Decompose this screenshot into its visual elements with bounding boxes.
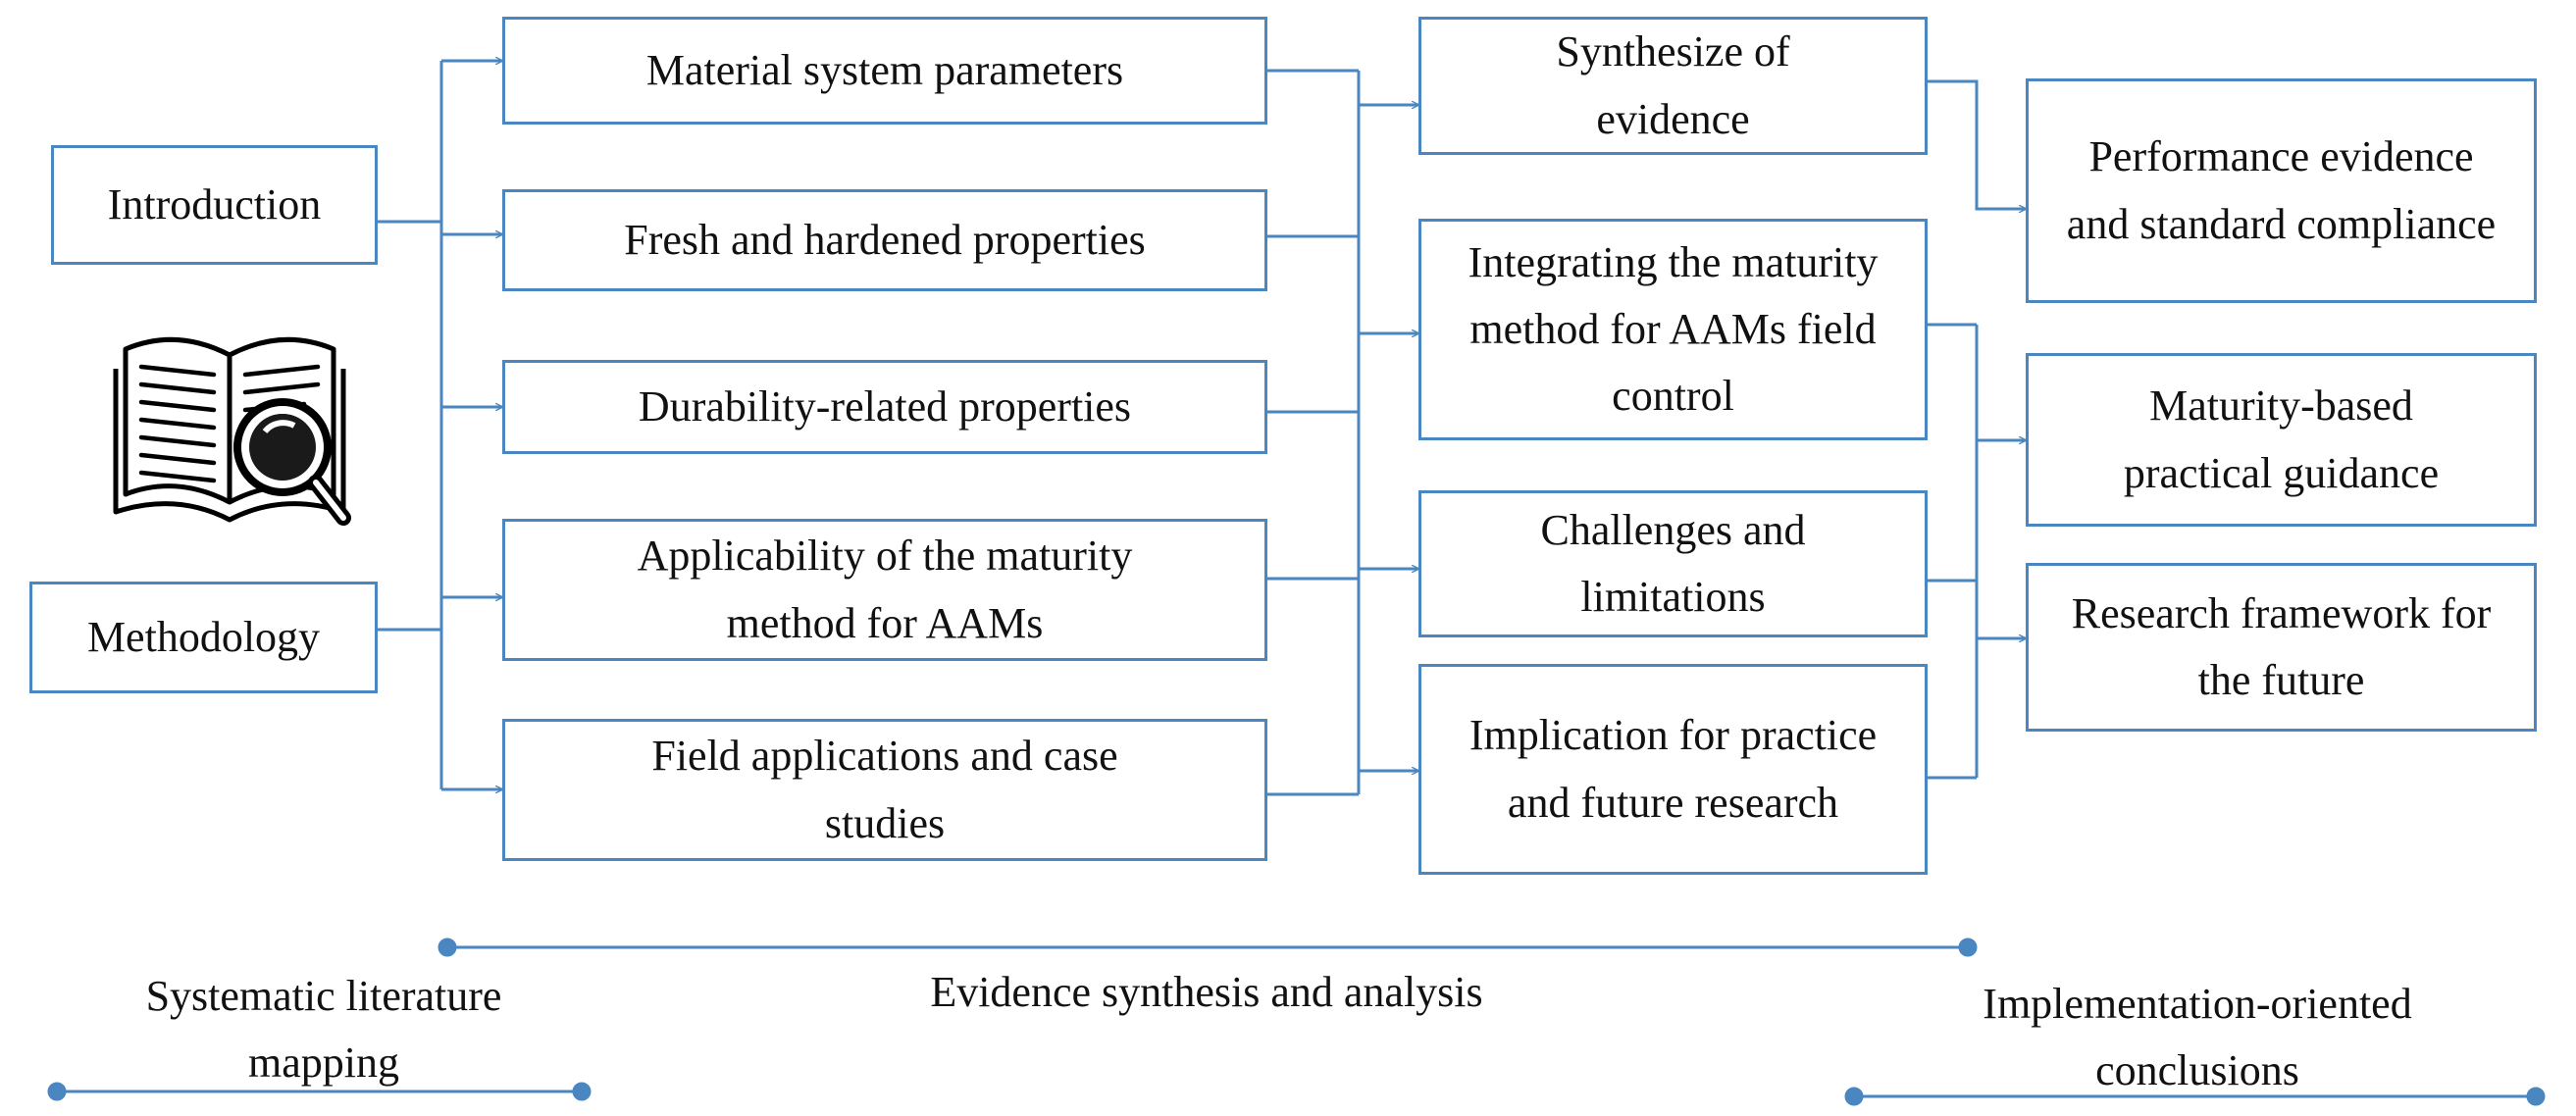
topic-box: Applicability of the maturity method for…: [502, 519, 1267, 661]
synthesis-box: Integrating the maturity method for AAMs…: [1418, 219, 1928, 440]
phase-dot: [438, 938, 457, 957]
synthesis-box: Implication for practice and future rese…: [1418, 664, 1928, 875]
topic-box: Material system parameters: [502, 17, 1267, 125]
phase-dot: [572, 1082, 592, 1101]
book-magnifier-icon: [113, 336, 351, 526]
phase-dot: [2526, 1087, 2546, 1106]
synthesis-box: Challenges and limitations: [1418, 490, 1928, 637]
introduction-box: Introduction: [51, 145, 378, 265]
topic-box: Durability-related properties: [502, 360, 1267, 454]
synthesis-box: Synthesize of evidence: [1418, 17, 1928, 155]
phase-label-synthesis: Evidence synthesis and analysis: [930, 968, 1483, 1016]
phase-label-conclusions: Implementation-oriented conclusions: [1983, 980, 2412, 1095]
phase-label-mapping: Systematic literature mapping: [145, 972, 502, 1088]
topic-box: Field applications and case studies: [502, 719, 1267, 861]
phase-dot: [1844, 1087, 1864, 1106]
methodology-box: Methodology: [29, 582, 378, 693]
connector-synthesis-1: [1928, 79, 2026, 209]
conclusion-box: Research framework for the future: [2026, 563, 2537, 732]
phase-dot: [47, 1082, 67, 1101]
phase-dot: [1958, 938, 1978, 957]
conclusion-box: Maturity-based practical guidance: [2026, 353, 2537, 527]
topic-box: Fresh and hardened properties: [502, 189, 1267, 291]
conclusion-box: Performance evidence and standard compli…: [2026, 78, 2537, 303]
